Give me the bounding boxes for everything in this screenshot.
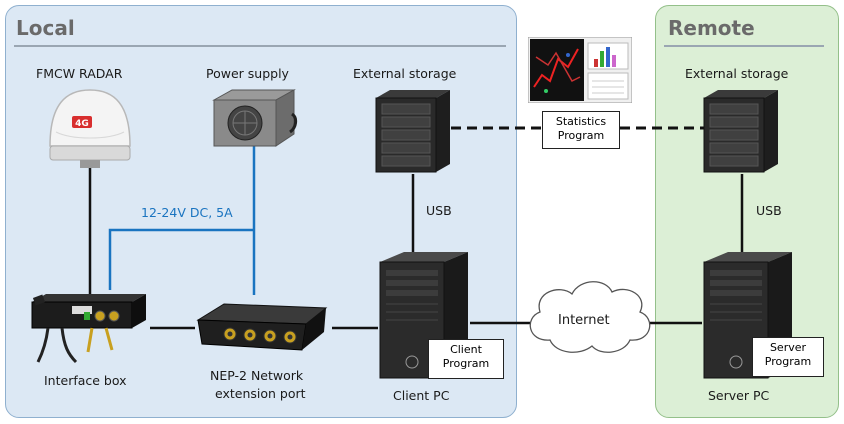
radar-label: FMCW RADAR bbox=[36, 66, 123, 81]
interface-box-label: Interface box bbox=[44, 373, 127, 388]
power-supply-icon bbox=[212, 89, 298, 147]
radar-badge: 4G bbox=[75, 119, 89, 129]
local-title-rule bbox=[14, 45, 506, 47]
nep2-icon bbox=[196, 303, 328, 351]
external-storage-local-label: External storage bbox=[353, 66, 457, 81]
client-pc-label: Client PC bbox=[393, 388, 450, 403]
local-title: Local bbox=[16, 16, 75, 40]
power-rating-label: 12-24V DC, 5A bbox=[141, 205, 233, 220]
power-wire bbox=[108, 122, 256, 295]
internet-label: Internet bbox=[558, 313, 610, 328]
statistics-program-box: Statistics Program bbox=[542, 111, 620, 149]
external-storage-remote-label: External storage bbox=[685, 66, 789, 81]
statistics-program-line2: Program bbox=[557, 129, 605, 142]
server-program-line1: Server bbox=[769, 341, 807, 354]
client-program-line1: Client bbox=[450, 343, 482, 356]
external-storage-local-icon bbox=[375, 90, 450, 173]
interface-box-icon bbox=[31, 294, 146, 364]
remote-title-rule bbox=[664, 45, 824, 47]
usb-remote-label: USB bbox=[756, 203, 782, 218]
remote-title: Remote bbox=[668, 16, 755, 40]
client-program-box: Client Program bbox=[428, 339, 504, 379]
radar-icon: 4G bbox=[49, 89, 131, 168]
server-pc-label: Server PC bbox=[708, 388, 770, 403]
usb-local-label: USB bbox=[426, 203, 452, 218]
statistics-program-line1: Statistics bbox=[555, 115, 607, 128]
client-program-line2: Program bbox=[442, 357, 490, 370]
server-program-line2: Program bbox=[764, 355, 812, 368]
client-pc-icon bbox=[379, 252, 468, 379]
nep2-label-line2: extension port bbox=[215, 386, 306, 401]
external-storage-remote-icon bbox=[703, 90, 778, 173]
statistics-screenshot-icon bbox=[528, 37, 632, 103]
power-supply-label: Power supply bbox=[206, 66, 289, 81]
nep2-label-line1: NEP-2 Network bbox=[210, 368, 304, 383]
internet-cloud bbox=[529, 281, 651, 353]
server-pc-icon bbox=[703, 252, 792, 379]
server-program-box: Server Program bbox=[752, 337, 824, 377]
